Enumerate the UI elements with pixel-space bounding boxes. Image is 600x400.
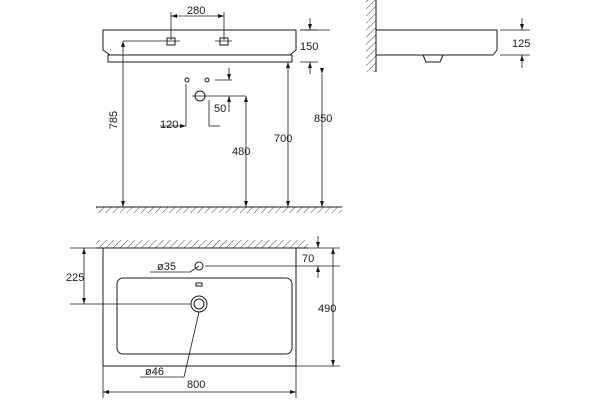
top-view: ø35 ø46 225 70 490 800 (66, 236, 340, 398)
top-basin-outer (102, 247, 297, 367)
dim-height-785: 785 (108, 111, 120, 129)
wall-hatch-top (96, 240, 308, 249)
front-basin-underside (107, 55, 293, 63)
dim-height-700: 700 (274, 133, 292, 145)
dim-drain-dia: ø46 (145, 366, 164, 378)
dim-trap-50: 50 (214, 103, 226, 115)
side-view: 125 (366, 0, 530, 72)
dim-basin-width: 800 (187, 379, 205, 391)
front-view: 280 150 120 50 785 (96, 5, 342, 213)
wall-hatch-side (366, 0, 377, 72)
drain-hole (190, 295, 208, 313)
tap-hole-left (123, 37, 180, 46)
dim-overflow-dia: ø35 (157, 261, 176, 273)
dim-drain-from-wall: 225 (66, 272, 84, 284)
tap-hole-right (215, 37, 232, 46)
overflow-hole (194, 261, 204, 271)
dim-basin-depth: 490 (318, 303, 336, 315)
dim-trap-120: 120 (160, 119, 178, 131)
dim-overflow-offset: 70 (302, 253, 314, 265)
dim-height-480: 480 (232, 146, 250, 158)
dim-tap-spacing: 280 (187, 5, 205, 17)
top-basin-bowl (116, 277, 293, 355)
side-basin-outline (376, 29, 498, 56)
dim-height-850: 850 (314, 113, 332, 125)
front-basin-outline (102, 29, 297, 56)
dim-basin-height: 150 (300, 41, 318, 53)
floor-hatch (96, 206, 342, 213)
dim-side-depth: 125 (512, 38, 530, 50)
waste-fittings (184, 68, 246, 126)
